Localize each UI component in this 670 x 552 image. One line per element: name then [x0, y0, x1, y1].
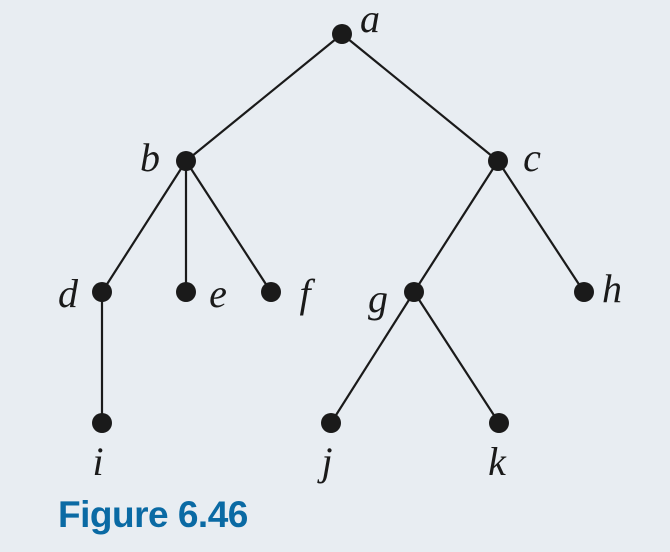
- tree-nodes: [92, 24, 594, 433]
- node-label-i: i: [92, 439, 103, 484]
- node-label-b: b: [140, 135, 160, 180]
- node-label-h: h: [602, 266, 622, 311]
- edge-b-d: [101, 160, 187, 293]
- node-label-f: f: [299, 271, 315, 316]
- node-label-j: j: [316, 439, 332, 484]
- tree-edges: [100, 33, 585, 424]
- edge-g-j: [330, 291, 415, 424]
- node-label-a: a: [360, 0, 380, 41]
- node-d: [92, 282, 112, 302]
- node-e: [176, 282, 196, 302]
- edge-a-b: [185, 33, 343, 162]
- node-label-c: c: [523, 135, 541, 180]
- node-c: [488, 151, 508, 171]
- node-a: [332, 24, 352, 44]
- figure-caption: Figure 6.46: [58, 494, 248, 535]
- node-f: [261, 282, 281, 302]
- edge-b-f: [185, 160, 272, 293]
- node-b: [176, 151, 196, 171]
- edge-g-k: [413, 291, 500, 424]
- node-k: [489, 413, 509, 433]
- node-j: [321, 413, 341, 433]
- node-g: [404, 282, 424, 302]
- node-label-k: k: [488, 439, 507, 484]
- tree-diagram: a b c d e f g h i j k: [58, 0, 622, 484]
- edge-c-h: [497, 160, 585, 293]
- tree-labels: a b c d e f g h i j k: [58, 0, 622, 484]
- edge-c-g: [413, 160, 499, 293]
- edge-a-c: [341, 33, 499, 162]
- node-i: [92, 413, 112, 433]
- node-h: [574, 282, 594, 302]
- node-label-d: d: [58, 271, 79, 316]
- node-label-e: e: [209, 271, 227, 316]
- node-label-g: g: [368, 276, 388, 321]
